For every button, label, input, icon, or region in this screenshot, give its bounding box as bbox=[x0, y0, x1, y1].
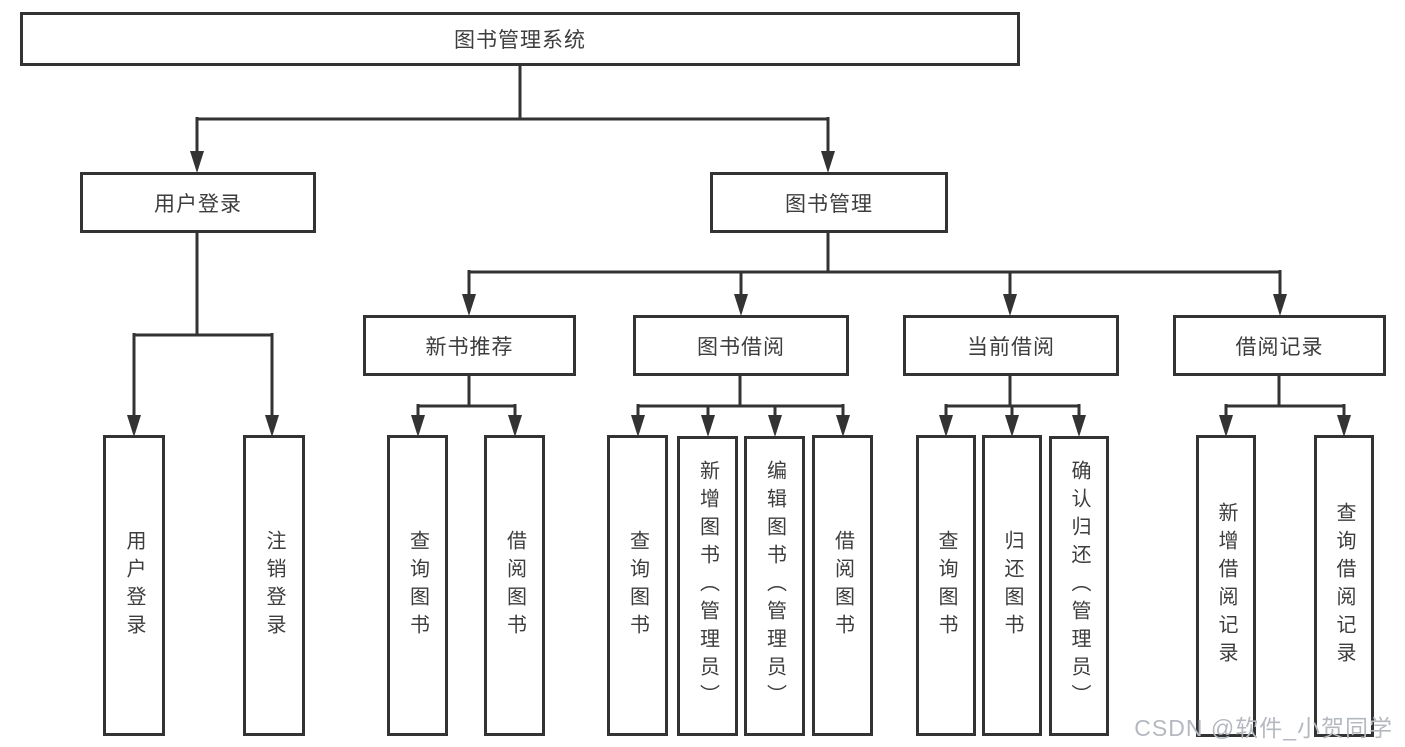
leaf-borrow-books-recommend: 借阅图书 bbox=[484, 435, 545, 736]
leaf-add-books-admin: 新增图书（管理员） bbox=[677, 436, 738, 736]
node-root-library-system: 图书管理系统 bbox=[20, 12, 1020, 66]
arrowhead bbox=[190, 151, 204, 173]
arrowhead bbox=[462, 294, 476, 316]
connector-book-borrow bbox=[631, 375, 850, 437]
arrowhead bbox=[631, 415, 645, 437]
leaf-edit-books-admin: 编辑图书（管理员） bbox=[744, 436, 805, 736]
leaf-user-login: 用户登录 bbox=[103, 435, 165, 736]
leaf-return-books: 归还图书 bbox=[982, 435, 1042, 736]
connector-root bbox=[190, 65, 835, 173]
leaf-add-borrow-record: 新增借阅记录 bbox=[1196, 435, 1256, 737]
connector-book-management bbox=[462, 232, 1287, 316]
arrowhead bbox=[836, 415, 850, 437]
connector-current-borrow-lines bbox=[944, 375, 1081, 417]
arrowhead bbox=[265, 415, 279, 437]
connector-book-borrow-lines bbox=[636, 375, 845, 417]
arrowhead bbox=[1005, 415, 1019, 437]
node-book-management: 图书管理 bbox=[710, 172, 948, 233]
arrowhead bbox=[1072, 415, 1086, 437]
leaf-query-borrow-record: 查询借阅记录 bbox=[1314, 435, 1374, 737]
connector-new-book-recommend bbox=[411, 375, 522, 437]
arrowhead bbox=[821, 151, 835, 173]
arrowhead bbox=[701, 415, 715, 437]
leaf-query-books-current: 查询图书 bbox=[916, 435, 976, 736]
connector-borrow-records-lines bbox=[1224, 375, 1346, 417]
arrowhead bbox=[1003, 294, 1017, 316]
arrowhead bbox=[1219, 415, 1233, 437]
leaf-borrow-books: 借阅图书 bbox=[812, 435, 873, 736]
arrowhead bbox=[508, 415, 522, 437]
connector-current-borrow bbox=[939, 375, 1086, 437]
leaf-confirm-return-admin: 确认归还（管理员） bbox=[1049, 436, 1109, 736]
arrowhead bbox=[734, 294, 748, 316]
arrowhead bbox=[127, 415, 141, 437]
connector-user-login-lines bbox=[132, 232, 274, 417]
node-user-login: 用户登录 bbox=[80, 172, 316, 233]
arrowhead bbox=[411, 415, 425, 437]
arrowhead bbox=[939, 415, 953, 437]
leaf-query-books-recommend: 查询图书 bbox=[387, 435, 448, 736]
leaf-logout: 注销登录 bbox=[243, 435, 305, 736]
arrowhead bbox=[1337, 415, 1351, 437]
node-new-book-recommend: 新书推荐 bbox=[363, 315, 576, 376]
connector-root-lines bbox=[195, 65, 830, 153]
arrowhead bbox=[1273, 294, 1287, 316]
node-borrow-records: 借阅记录 bbox=[1173, 315, 1386, 376]
node-current-borrow: 当前借阅 bbox=[903, 315, 1119, 376]
node-book-borrow: 图书借阅 bbox=[633, 315, 849, 376]
leaf-query-books-borrow: 查询图书 bbox=[607, 435, 668, 736]
connector-user-login bbox=[127, 232, 279, 437]
connector-book-management-lines bbox=[467, 232, 1282, 296]
connector-new-book-recommend-lines bbox=[416, 375, 517, 417]
connector-borrow-records bbox=[1219, 375, 1351, 437]
arrowhead bbox=[768, 415, 782, 437]
csdn-watermark: CSDN @软件_小贺同学 bbox=[1134, 715, 1393, 741]
